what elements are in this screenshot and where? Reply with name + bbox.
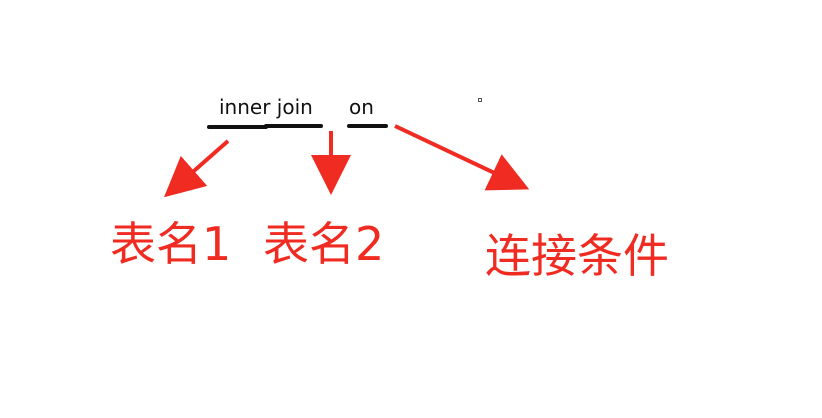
table-name-1-label: 表名1 — [110, 217, 232, 271]
table-name-2-label: 表名2 — [263, 217, 385, 271]
arrow-to-table-1 — [163, 139, 230, 198]
join-condition-label: 连接条件 — [485, 229, 669, 283]
small-square-mark — [478, 98, 482, 102]
arrow-to-condition — [394, 124, 530, 191]
inner-join-keyword: inner join — [219, 95, 313, 119]
on-keyword: on — [349, 95, 374, 119]
